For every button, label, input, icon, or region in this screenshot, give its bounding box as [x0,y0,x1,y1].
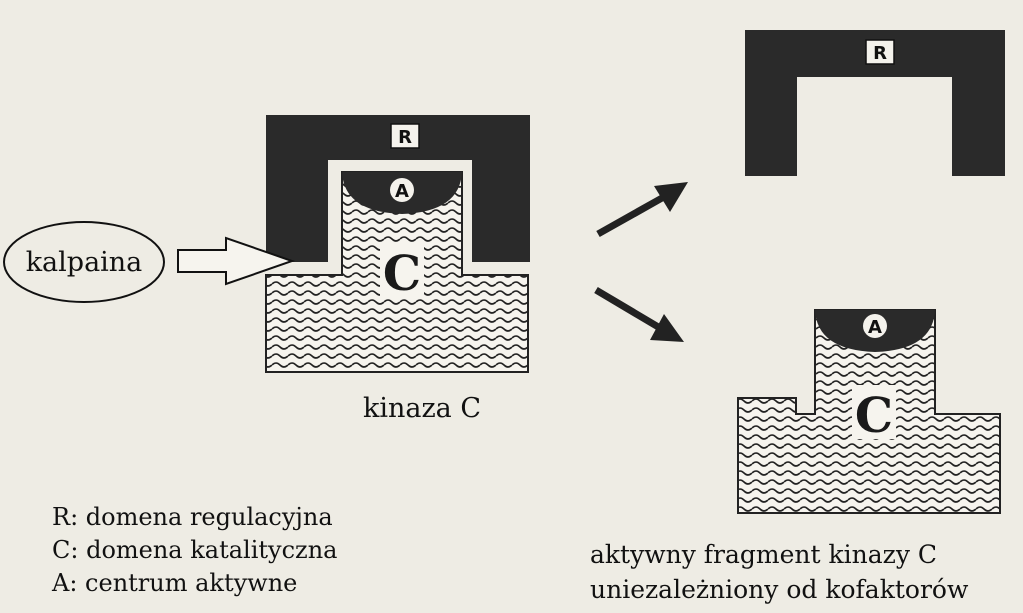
result-caption: aktywny fragment kinazy C uniezależniony… [590,540,969,604]
calpain-arrow [177,236,296,286]
active-site-badge-circle [390,178,414,202]
intact-kinase-c: R A C [265,115,530,373]
legend-item-catalytic: C: domena katalityczna [52,536,337,564]
calpain-label: kalpaina [26,247,143,278]
active-catalytic-fragment: A C [737,309,1001,514]
arrow-to-regulatory [596,194,664,238]
calpain: kalpaina [3,221,296,303]
free-active-site-badge: A [868,317,882,338]
regulatory-badge: R [398,127,412,148]
arrow-to-catalytic-head [650,314,684,342]
free-regulatory-badge-box [865,39,895,65]
arrow-to-catalytic [594,286,662,332]
free-regulatory-domain [745,30,1005,176]
legend: R: domena regulacyjna C: domena katality… [51,503,337,597]
kinase-label: kinaza C [363,393,481,424]
regulatory-domain [266,115,530,262]
free-regulatory-badge: R [873,43,887,64]
legend-item-regulatory: R: domena regulacyjna [52,503,333,531]
regulatory-badge-box [390,123,420,149]
calpain-ellipse [3,221,165,303]
arrow-to-regulatory-head [654,182,688,212]
active-site-badge: A [395,181,409,202]
result-caption-line-2: uniezależniony od kofaktorów [590,575,969,604]
free-active-site-badge-circle [863,314,887,338]
catalytic-badge: C [383,246,421,302]
free-regulatory-fragment: R [745,30,1005,176]
result-caption-line-1: aktywny fragment kinazy C [590,540,937,569]
free-catalytic-badge: C [855,388,893,444]
catalytic-badge-box [380,244,424,296]
cleavage-arrows [594,182,688,342]
legend-item-active-site: A: centrum aktywne [51,569,297,597]
free-catalytic-badge-box [852,385,896,439]
